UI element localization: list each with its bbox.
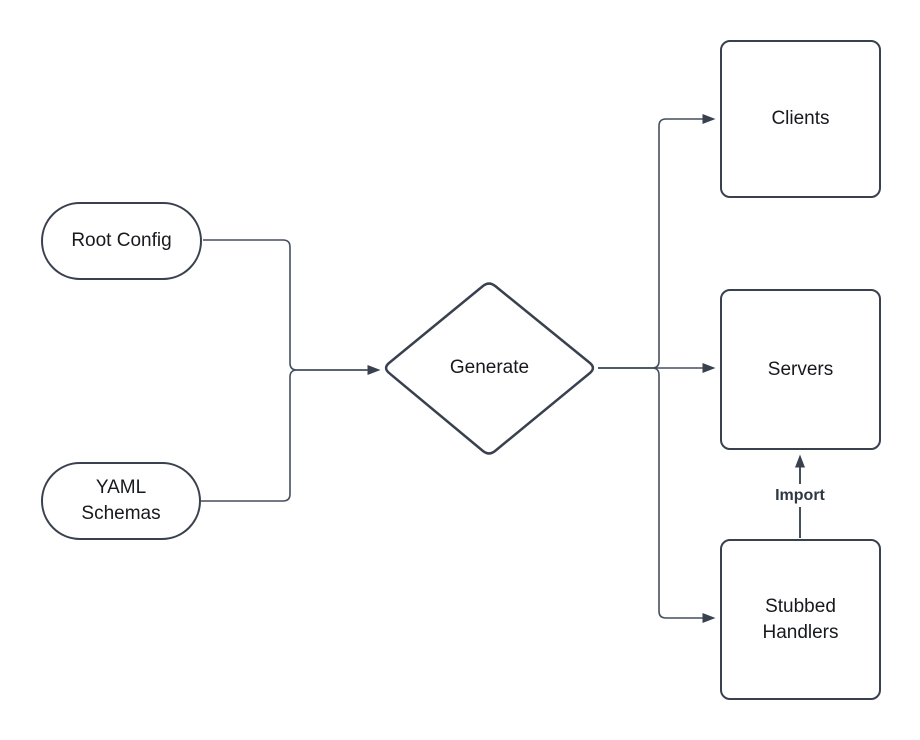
node-servers: Servers <box>720 289 881 450</box>
node-root-config-label: Root Config <box>71 230 172 251</box>
node-yaml-schemas: YAML Schemas <box>41 462 201 540</box>
node-yaml-schemas-label: YAML Schemas <box>81 477 161 524</box>
edge-generate-to-clients <box>598 114 716 369</box>
node-stubbed-handlers: Stubbed Handlers <box>720 539 881 700</box>
node-generate-diamond-shape <box>384 282 595 455</box>
node-stubbed-handlers-label: Stubbed Handlers <box>762 595 839 643</box>
edge-generate-to-stubbed-handlers <box>598 367 716 623</box>
edge-import-label: Import <box>766 484 834 507</box>
edge-yaml-schemas-to-generate <box>201 369 368 502</box>
node-clients: Clients <box>720 40 881 198</box>
edge-root-config-to-generate <box>203 239 381 375</box>
node-generate-label: Generate <box>449 357 530 378</box>
node-clients-label: Clients <box>771 108 830 129</box>
node-root-config: Root Config <box>41 202 202 280</box>
node-servers-label: Servers <box>767 358 834 380</box>
